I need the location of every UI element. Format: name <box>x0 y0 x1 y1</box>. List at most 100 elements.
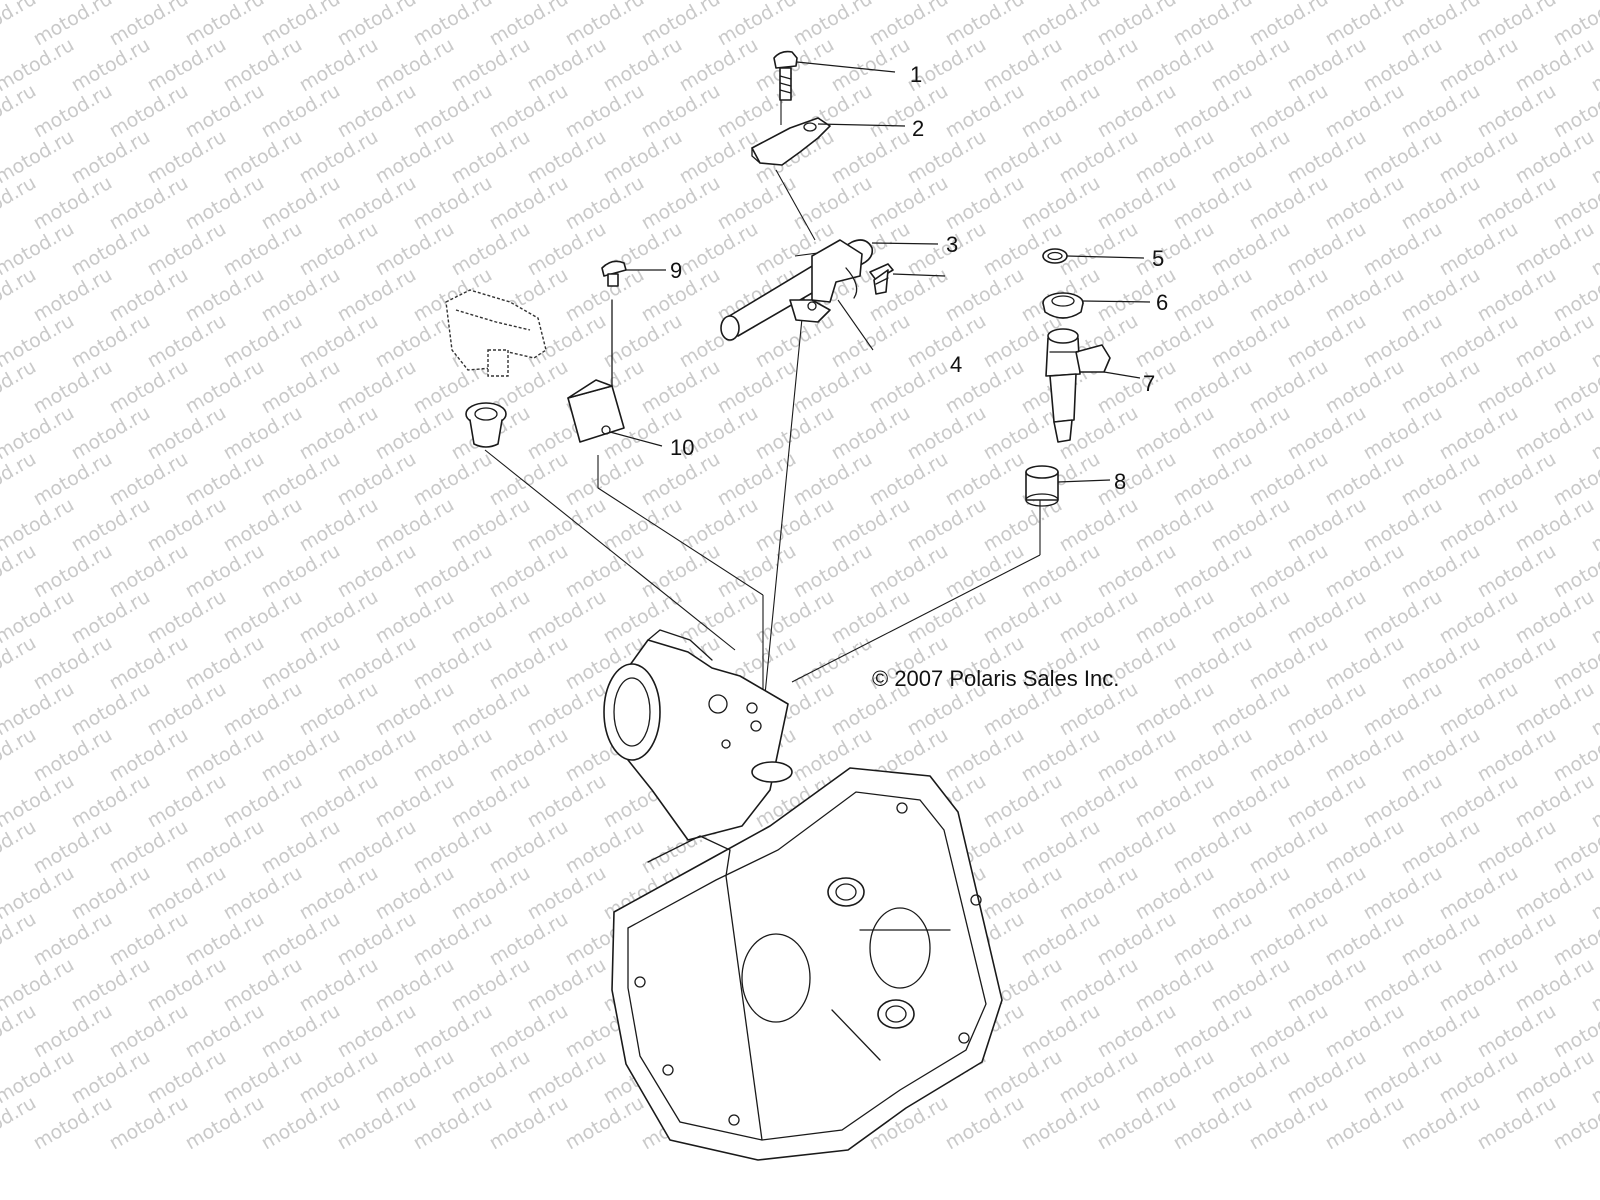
watermark-text: motod.ru <box>1132 954 1218 1017</box>
watermark-text: motod.ru <box>106 80 192 143</box>
watermark-text: motod.ru <box>448 218 534 281</box>
watermark-text: motod.ru <box>1436 770 1522 833</box>
watermark-text: motod.ru <box>334 0 420 50</box>
watermark-text: motod.ru <box>1018 0 1104 50</box>
watermark-text: motod.ru <box>30 724 116 787</box>
watermark-text: motod.ru <box>1246 356 1332 419</box>
watermark-text: motod.ru <box>1246 80 1332 143</box>
watermark-text: motod.ru <box>638 0 724 50</box>
watermark-text: motod.ru <box>600 494 686 557</box>
watermark-text: motod.ru <box>1170 1000 1256 1063</box>
watermark-text: motod.ru <box>904 310 990 373</box>
watermark-text: motod.ru <box>1474 1092 1560 1155</box>
watermark-text: motod.ru <box>220 954 306 1017</box>
watermark-text: motod.ru <box>1474 0 1560 50</box>
watermark-text: motod.ru <box>334 816 420 879</box>
watermark-text: motod.ru <box>1094 0 1180 50</box>
watermark-text: motod.ru <box>1284 402 1370 465</box>
watermark-text: motod.ru <box>866 356 952 419</box>
watermark-text: motod.ru <box>1132 770 1218 833</box>
watermark-text: motod.ru <box>106 0 192 50</box>
watermark-text: motod.ru <box>1132 126 1218 189</box>
watermark-text: motod.ru <box>1018 816 1104 879</box>
watermark-text: motod.ru <box>182 264 268 327</box>
watermark-text: motod.ru <box>1398 356 1484 419</box>
watermark-text: motod.ru <box>1094 172 1180 235</box>
cylinder-head <box>611 767 1003 1161</box>
watermark-text: motod.ru <box>1360 218 1446 281</box>
watermark-text: motod.ru <box>448 586 534 649</box>
watermark-text: motod.ru <box>448 678 534 741</box>
watermark-text: motod.ru <box>106 1092 192 1155</box>
watermark-text: motod.ru <box>1512 954 1598 1017</box>
watermark-text: motod.ru <box>1512 770 1598 833</box>
watermark-text: motod.ru <box>866 540 952 603</box>
watermark-text: motod.ru <box>410 816 496 879</box>
watermark-text: motod.ru <box>182 908 268 971</box>
watermark-text: motod.ru <box>866 80 952 143</box>
watermark-text: motod.ru <box>1360 586 1446 649</box>
watermark-text: motod.ru <box>828 402 914 465</box>
watermark-text: motod.ru <box>638 356 724 419</box>
watermark-text: motod.ru <box>372 586 458 649</box>
watermark-text: motod.ru <box>182 0 268 50</box>
watermark-text: motod.ru <box>1132 218 1218 281</box>
sensor-part <box>445 289 547 377</box>
watermark-text: motod.ru <box>752 586 838 649</box>
watermark-text: motod.ru <box>144 586 230 649</box>
watermark-text: motod.ru <box>296 586 382 649</box>
watermark-text: motod.ru <box>1512 34 1598 97</box>
watermark-text: motod.ru <box>980 34 1066 97</box>
watermark-text: motod.ru <box>1170 816 1256 879</box>
watermark-text: motod.ru <box>220 402 306 465</box>
watermark-text: motod.ru <box>144 310 230 373</box>
watermark-text: motod.ru <box>638 172 724 235</box>
watermark-text: motod.ru <box>144 126 230 189</box>
watermark-text: motod.ru <box>1246 172 1332 235</box>
watermark-text: motod.ru <box>30 172 116 235</box>
watermark-text: motod.ru <box>220 126 306 189</box>
watermark-text: motod.ru <box>1246 816 1332 879</box>
watermark-text: motod.ru <box>866 448 952 511</box>
watermark-text: motod.ru <box>334 1000 420 1063</box>
watermark-text: motod.ru <box>448 862 534 925</box>
watermark-text: motod.ru <box>220 1046 306 1109</box>
watermark-text: motod.ru <box>1474 80 1560 143</box>
watermark-text: motod.ru <box>1018 1092 1104 1155</box>
watermark-text: motod.ru <box>828 34 914 97</box>
watermark-text: motod.ru <box>1512 310 1598 373</box>
watermark-text: motod.ru <box>1360 862 1446 925</box>
watermark-text: motod.ru <box>258 540 344 603</box>
watermark-text: motod.ru <box>1018 80 1104 143</box>
watermark-text: motod.ru <box>1474 908 1560 971</box>
watermark-text: motod.ru <box>676 34 762 97</box>
watermark-text: motod.ru <box>1056 954 1142 1017</box>
watermark-text: motod.ru <box>410 172 496 235</box>
watermark-text: motod.ru <box>106 448 192 511</box>
watermark-text: motod.ru <box>182 632 268 695</box>
plug-part <box>465 402 507 448</box>
watermark-text: motod.ru <box>1322 172 1408 235</box>
watermark-text: motod.ru <box>144 34 230 97</box>
watermark-text: motod.ru <box>410 724 496 787</box>
callout-number: 10 <box>670 435 694 460</box>
watermark-text: motod.ru <box>296 310 382 373</box>
callout-number: 4 <box>950 352 962 377</box>
watermark-text: motod.ru <box>790 356 876 419</box>
watermark-text: motod.ru <box>410 908 496 971</box>
watermark-text: motod.ru <box>1436 34 1522 97</box>
watermark-text: motod.ru <box>1512 678 1598 741</box>
watermark-text: motod.ru <box>258 816 344 879</box>
watermark-text: motod.ru <box>1246 724 1332 787</box>
watermark-text: motod.ru <box>1284 34 1370 97</box>
watermark-text: motod.ru <box>486 1092 572 1155</box>
watermark-text: motod.ru <box>486 448 572 511</box>
watermark-text: motod.ru <box>980 770 1066 833</box>
watermark-text: motod.ru <box>182 724 268 787</box>
watermark-text: motod.ru <box>182 540 268 603</box>
watermark-text: motod.ru <box>448 1046 534 1109</box>
watermark-text: motod.ru <box>524 954 610 1017</box>
watermark-text: motod.ru <box>106 540 192 603</box>
watermark-text: motod.ru <box>1056 494 1142 557</box>
